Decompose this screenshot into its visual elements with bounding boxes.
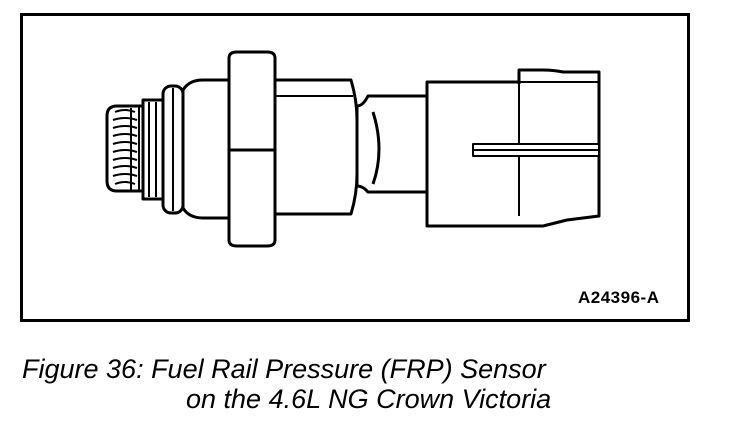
part-code-label: A24396-A bbox=[578, 288, 660, 307]
sensor-body bbox=[181, 50, 359, 248]
caption-line-2: on the 4.6L NG Crown Victoria bbox=[186, 384, 552, 414]
o-ring bbox=[161, 84, 185, 215]
figure-caption: Figure 36: Fuel Rail Pressure (FRP) Sens… bbox=[22, 354, 722, 414]
caption-line-1: Figure 36: Fuel Rail Pressure (FRP) Sens… bbox=[22, 354, 546, 384]
frp-sensor-illustration bbox=[105, 50, 601, 248]
sensor-neck bbox=[355, 94, 429, 194]
threaded-tip bbox=[105, 98, 165, 201]
electrical-connector bbox=[425, 68, 601, 228]
figure-frame: A24396-A bbox=[20, 13, 690, 322]
